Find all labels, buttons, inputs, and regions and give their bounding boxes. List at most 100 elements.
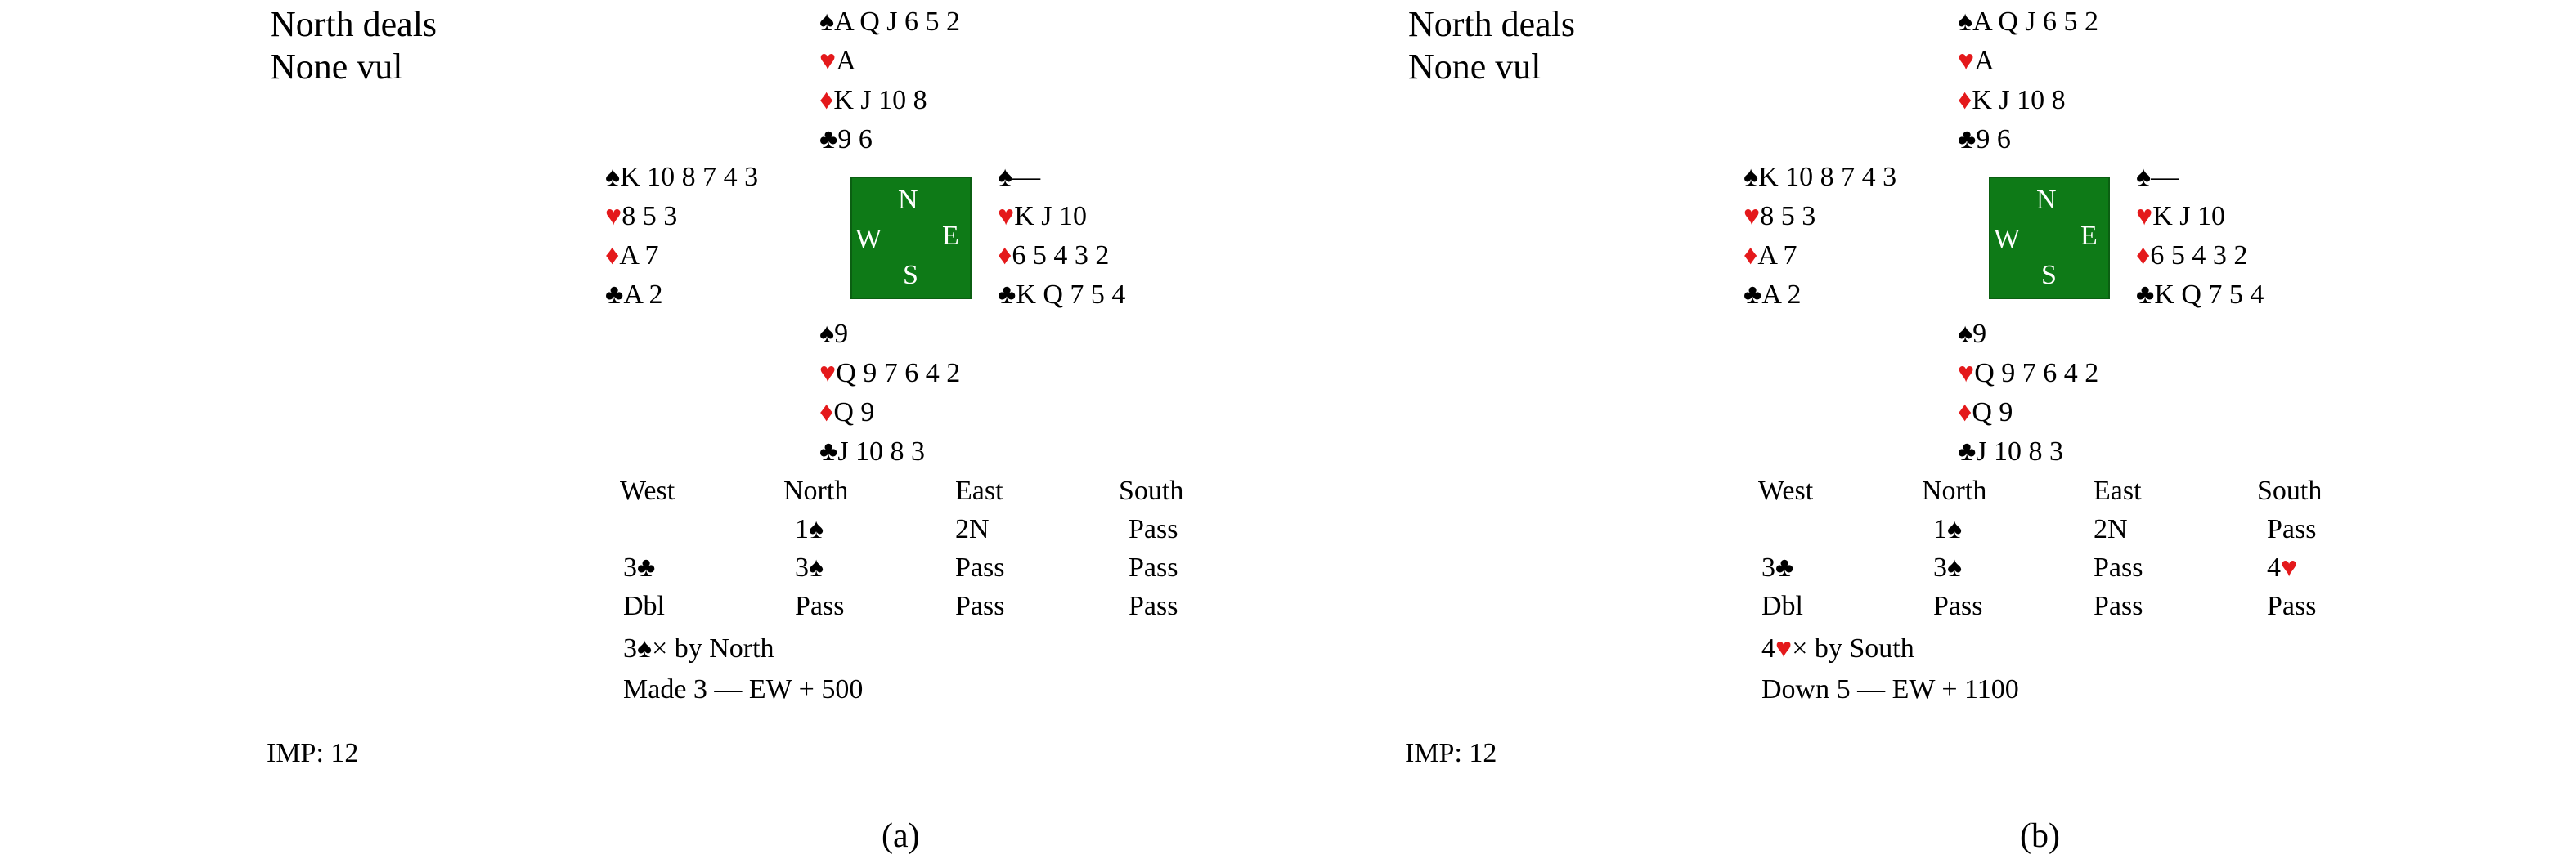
auction-call: Dbl [1761, 591, 1803, 621]
club-icon: ♣ [605, 280, 624, 310]
auction-header-north: North [783, 476, 849, 506]
compass-s: S [2041, 260, 2057, 290]
contract-detail: × by North [652, 633, 774, 664]
auction-call: Pass [955, 553, 1005, 583]
imp-score: IMP: 12 [1405, 738, 1497, 768]
west-club-cards: A 2 [623, 280, 663, 310]
spade-icon: ♠ [1947, 553, 1963, 583]
south-spade-cards: 9 [1972, 319, 1987, 349]
heart-icon: ♥ [819, 46, 837, 76]
east-heart-cards: K J 10 [2152, 201, 2225, 231]
bid-level: 3 [623, 553, 637, 583]
heart-icon: ♥ [2136, 201, 2153, 231]
heart-icon: ♥ [819, 358, 837, 388]
compass-w: W [855, 224, 882, 254]
west-club-holding: ♣A 2 [1744, 281, 1896, 320]
diamond-icon: ♦ [605, 240, 620, 271]
heart-icon: ♥ [2281, 553, 2298, 583]
north-club-cards: 9 6 [837, 124, 873, 154]
north-diamond-holding: ♦K J 10 8 [1958, 87, 2098, 126]
compass-w: W [1994, 224, 2021, 254]
auction-call: 3♣ [623, 554, 655, 582]
club-icon: ♣ [637, 553, 656, 583]
diamond-icon: ♦ [819, 85, 834, 115]
north-hand: ♠A Q J 6 5 2♥A♦K J 10 8♣9 6 [819, 8, 960, 165]
dealer-text: North deals [270, 4, 438, 44]
south-diamond-cards: Q 9 [833, 397, 875, 427]
vulnerability-text: None vul [270, 47, 403, 87]
result-text: Made 3 — EW + 500 [623, 674, 864, 705]
north-spade-holding: ♠A Q J 6 5 2 [819, 8, 960, 47]
auction-call: 2N [2094, 514, 2128, 544]
west-spade-cards: K 10 8 7 4 3 [1758, 162, 1897, 192]
heart-icon: ♥ [998, 201, 1015, 231]
east-spade-cards: — [2151, 162, 2179, 192]
north-club-holding: ♣9 6 [819, 126, 960, 165]
auction-call: 3♣ [1761, 554, 1793, 582]
auction-call: Pass [1129, 591, 1178, 621]
club-icon: ♣ [2136, 280, 2155, 310]
north-hand: ♠A Q J 6 5 2♥A♦K J 10 8♣9 6 [1958, 8, 2098, 165]
north-club-cards: 9 6 [1976, 124, 2011, 154]
auction-header-east: East [2094, 476, 2142, 506]
auction-call: 2N [955, 514, 990, 544]
auction-header-east: East [955, 476, 1003, 506]
diamond-icon: ♦ [1958, 397, 1972, 427]
bid-level: 3 [1933, 553, 1947, 583]
heart-icon: ♥ [1775, 633, 1793, 664]
contract-level: 4 [1761, 633, 1775, 664]
auction-header-south: South [2257, 476, 2322, 506]
contract-detail: × by South [1792, 633, 1914, 664]
east-diamond-holding: ♦6 5 4 3 2 [2136, 242, 2264, 281]
west-heart-cards: 8 5 3 [1760, 201, 1816, 231]
west-hand: ♠K 10 8 7 4 3♥8 5 3♦A 7♣A 2 [1744, 163, 1896, 320]
result-text: Down 5 — EW + 1100 [1761, 674, 2019, 705]
bid-level: 1 [795, 514, 809, 544]
spade-icon: ♠ [809, 514, 824, 544]
west-diamond-cards: A 7 [619, 240, 659, 271]
compass-e: E [942, 221, 959, 251]
south-hand: ♠9♥Q 9 7 6 4 2♦Q 9♣J 10 8 3 [819, 320, 960, 477]
auction-header-west: West [620, 476, 675, 506]
spade-icon: ♠ [637, 633, 653, 664]
south-club-holding: ♣J 10 8 3 [1958, 438, 2098, 477]
bid-level: 4 [2267, 553, 2281, 583]
panel-caption: (b) [2020, 817, 2060, 855]
west-heart-holding: ♥8 5 3 [605, 203, 758, 242]
east-spade-cards: — [1012, 162, 1041, 192]
compass-s: S [903, 260, 918, 290]
diamond-icon: ♦ [998, 240, 1012, 271]
north-club-holding: ♣9 6 [1958, 126, 2098, 165]
spade-icon: ♠ [819, 319, 835, 349]
south-spade-holding: ♠9 [819, 320, 960, 360]
diamond-icon: ♦ [1744, 240, 1758, 271]
auction-call: 3♠ [1933, 554, 1962, 582]
auction-call: Dbl [623, 591, 665, 621]
auction-header-west: West [1758, 476, 1814, 506]
heart-icon: ♥ [1958, 358, 1975, 388]
panel-caption: (a) [882, 817, 920, 855]
west-spade-cards: K 10 8 7 4 3 [620, 162, 759, 192]
auction-call: 4♥ [2267, 554, 2297, 582]
east-hand: ♠—♥K J 10♦6 5 4 3 2♣K Q 7 5 4 [998, 163, 1125, 320]
auction-header-north: North [1922, 476, 1987, 506]
final-contract: 4♥× by South [1761, 635, 1914, 663]
east-diamond-cards: 6 5 4 3 2 [1012, 240, 1110, 271]
auction-call: Pass [2094, 553, 2143, 583]
diamond-icon: ♦ [1958, 85, 1972, 115]
auction-call: 1♠ [795, 516, 824, 544]
north-spade-cards: A Q J 6 5 2 [834, 7, 961, 37]
diamond-icon: ♦ [2136, 240, 2151, 271]
dealer-text: North deals [1408, 4, 1576, 44]
auction-call: 3♠ [795, 554, 824, 582]
west-spade-holding: ♠K 10 8 7 4 3 [605, 163, 758, 203]
south-club-holding: ♣J 10 8 3 [819, 438, 960, 477]
auction-call: Pass [2267, 514, 2317, 544]
diamond-icon: ♦ [819, 397, 834, 427]
club-icon: ♣ [1958, 124, 1977, 154]
club-icon: ♣ [998, 280, 1016, 310]
